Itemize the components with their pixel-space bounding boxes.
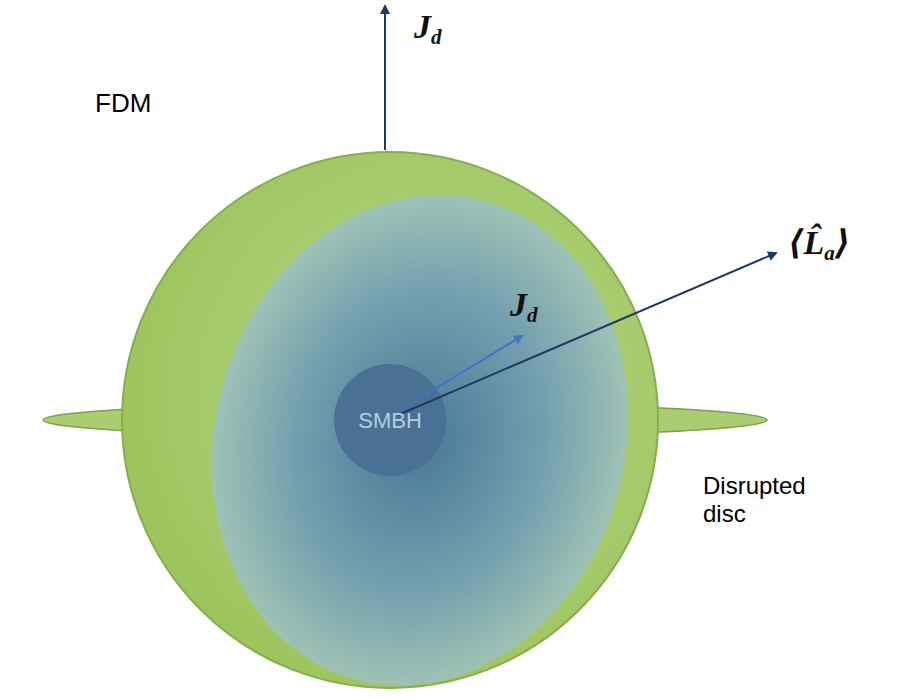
spin-arrow-up — [384, 6, 386, 150]
fdm-sphere: FDMSMBH — [120, 150, 660, 690]
disc-label: Disrupted disc — [703, 472, 833, 527]
object-label: SMBH — [358, 408, 422, 434]
smbh-circle: SMBH — [333, 363, 447, 477]
disc-spin-arrow — [400, 336, 522, 410]
angular-momentum-arrow — [398, 253, 776, 415]
spin-symbol: Jd — [414, 8, 442, 50]
angular-momentum-symbol: ⟨L̂a⟩ — [788, 222, 850, 266]
spin-symbol: Jd — [510, 286, 538, 328]
region-label: FDM — [95, 88, 151, 119]
